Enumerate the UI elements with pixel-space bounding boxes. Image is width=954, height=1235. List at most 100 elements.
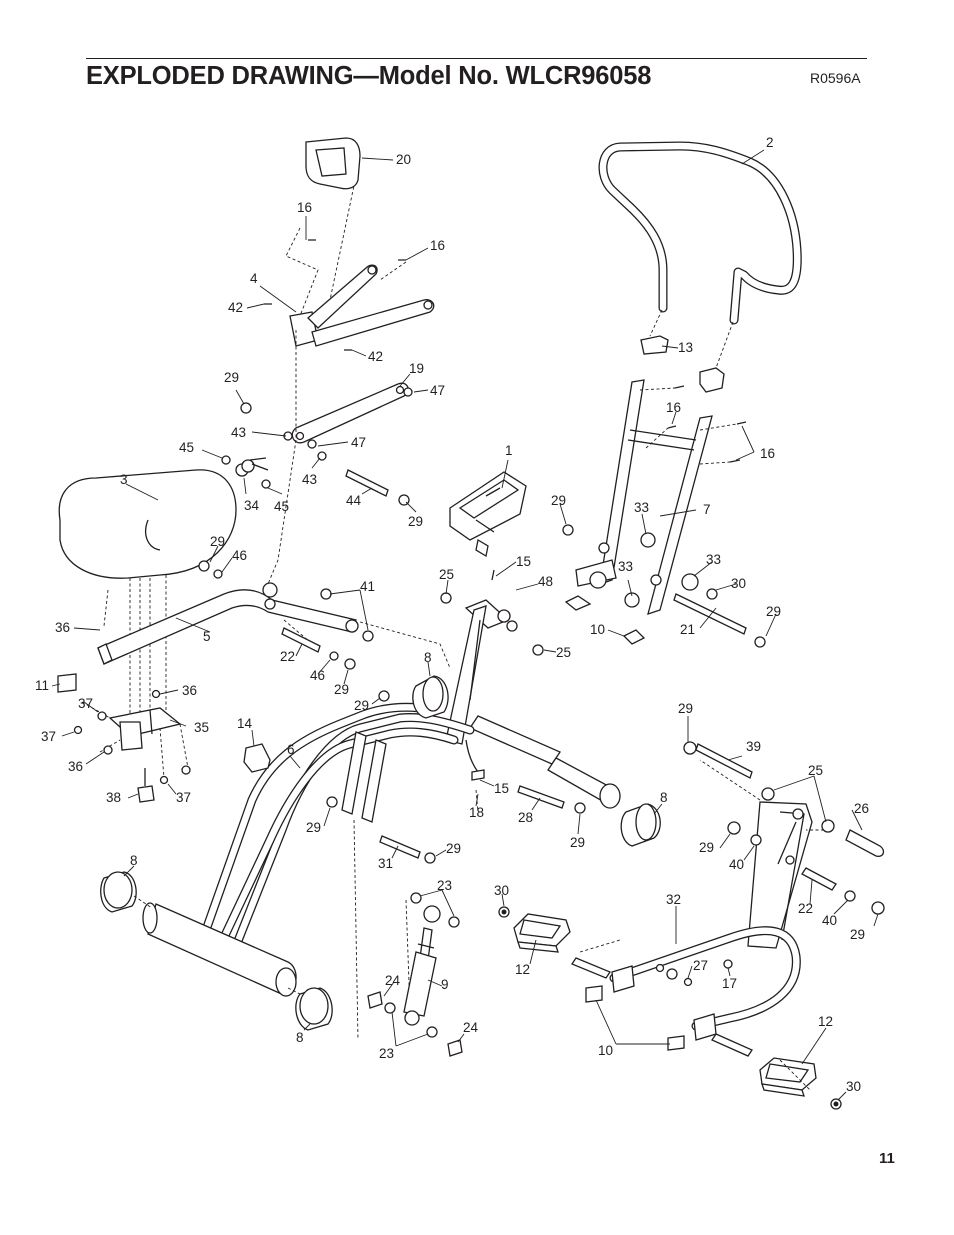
- callout-48: 48: [538, 574, 553, 589]
- callout-3: 3: [120, 472, 128, 487]
- callout-30a: 30: [731, 576, 746, 591]
- hardware-part: [73, 387, 586, 864]
- callout-18: 18: [469, 805, 484, 820]
- hardware-part: [498, 741, 885, 1110]
- callout-39: 39: [746, 739, 761, 754]
- callout-labels: 1 2 3 4 5 6 7 8 8 8 8 9 10 10 11 12 12 1…: [35, 135, 869, 1094]
- callout-22a: 22: [280, 649, 295, 664]
- seat-part: [58, 469, 237, 579]
- callout-29h: 29: [678, 701, 693, 716]
- callout-43b: 43: [302, 472, 317, 487]
- callout-36a: 36: [55, 620, 70, 635]
- callout-46b: 46: [310, 668, 325, 683]
- pedal-part: [513, 913, 817, 1097]
- resistance-cylinder-part: [403, 905, 441, 1026]
- drawing-reference-code: R0596A: [810, 70, 861, 86]
- handlebar-part: [598, 141, 802, 325]
- callout-38: 38: [106, 790, 121, 805]
- callout-4: 4: [250, 271, 258, 286]
- handle-grip-part: [305, 137, 361, 190]
- callout-12b: 12: [818, 1014, 833, 1029]
- seat-bracket-part: [108, 707, 182, 751]
- callout-8b: 8: [660, 790, 668, 805]
- handlebar-cap-part: [699, 367, 725, 393]
- page-number: 11: [879, 1150, 895, 1167]
- callout-41: 41: [360, 579, 375, 594]
- callout-27: 27: [693, 958, 708, 973]
- callout-7: 7: [703, 502, 711, 517]
- callout-1: 1: [505, 443, 513, 458]
- callout-43a: 43: [231, 425, 246, 440]
- axle-part: [673, 593, 747, 635]
- callout-37b: 37: [41, 729, 56, 744]
- callout-45a: 45: [179, 440, 194, 455]
- end-cap-part: [100, 675, 661, 1031]
- callout-29c: 29: [210, 534, 225, 549]
- callout-9: 9: [441, 977, 449, 992]
- seat-frame-part: [97, 582, 359, 665]
- callout-11: 11: [35, 678, 49, 693]
- callout-8a: 8: [424, 650, 432, 665]
- callout-30b: 30: [494, 883, 509, 898]
- callout-46a: 46: [232, 548, 247, 563]
- pedal-arm-part: [609, 801, 813, 1041]
- callout-16d: 16: [760, 446, 775, 461]
- callout-2: 2: [766, 135, 774, 150]
- callout-29d: 29: [551, 493, 566, 508]
- main-post-part: [445, 599, 518, 745]
- callout-31: 31: [378, 856, 393, 871]
- callout-29g: 29: [354, 698, 369, 713]
- handlebar-cap-part: [640, 335, 669, 355]
- callout-12a: 12: [515, 962, 530, 977]
- callout-24b: 24: [463, 1020, 479, 1035]
- callout-15b: 15: [494, 781, 509, 796]
- callout-29e: 29: [766, 604, 781, 619]
- callout-15a: 15: [516, 554, 531, 569]
- callout-10a: 10: [590, 622, 605, 637]
- callout-33a: 33: [634, 500, 649, 515]
- callout-29f: 29: [334, 682, 349, 697]
- callout-14: 14: [237, 716, 253, 731]
- callout-29i: 29: [306, 820, 321, 835]
- callout-36b: 36: [182, 683, 197, 698]
- callout-22b: 22: [798, 901, 813, 916]
- callout-40b: 40: [822, 913, 837, 928]
- callout-29a: 29: [224, 370, 239, 385]
- callout-29k: 29: [446, 841, 461, 856]
- console-part: [449, 471, 527, 558]
- callout-34: 34: [244, 498, 260, 513]
- callout-8c: 8: [130, 853, 138, 868]
- callout-42a: 42: [228, 300, 243, 315]
- lever-arm-part: [289, 264, 435, 347]
- callout-20: 20: [396, 152, 411, 167]
- callout-5: 5: [203, 629, 211, 644]
- callout-45b: 45: [274, 499, 289, 514]
- callout-23a: 23: [437, 878, 452, 893]
- callout-36c: 36: [68, 759, 83, 774]
- spring-part: [235, 457, 269, 477]
- callout-35: 35: [194, 720, 209, 735]
- header-rule: [86, 58, 867, 59]
- callout-25a: 25: [439, 567, 454, 582]
- callout-47b: 47: [351, 435, 366, 450]
- callout-40a: 40: [729, 857, 744, 872]
- callout-16c: 16: [666, 400, 681, 415]
- callout-37c: 37: [176, 790, 191, 805]
- callout-25b: 25: [556, 645, 571, 660]
- callout-24a: 24: [385, 973, 401, 988]
- callout-33b: 33: [706, 552, 721, 567]
- callout-16b: 16: [430, 238, 445, 253]
- callout-19: 19: [409, 361, 424, 376]
- callout-17: 17: [722, 976, 737, 991]
- callout-21: 21: [680, 622, 695, 637]
- callout-44: 44: [346, 493, 362, 508]
- callout-25c: 25: [808, 763, 823, 778]
- callout-29l: 29: [699, 840, 714, 855]
- callout-29b: 29: [408, 514, 423, 529]
- leader-lines: [51, 149, 879, 1101]
- callout-28: 28: [518, 810, 533, 825]
- callout-6: 6: [287, 742, 295, 757]
- callout-13: 13: [678, 340, 693, 355]
- callout-10b: 10: [598, 1043, 613, 1058]
